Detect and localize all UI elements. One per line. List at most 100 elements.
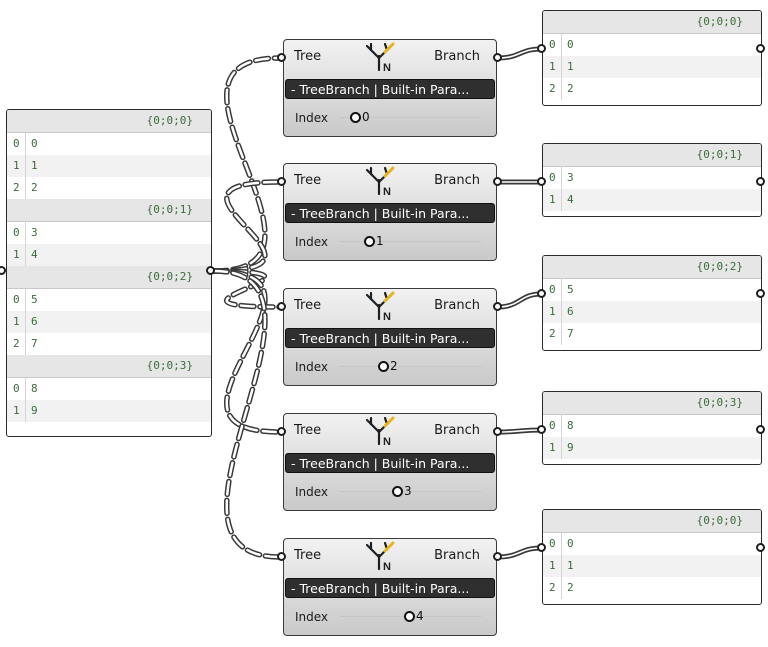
panel-output-grip[interactable] [756, 543, 765, 552]
tree-input-grip[interactable] [277, 427, 286, 436]
tree-wire-3-core [212, 269, 282, 434]
index-slider-knob[interactable] [404, 611, 415, 622]
row-value: 0 [567, 537, 574, 550]
tree-input-grip[interactable] [277, 53, 286, 62]
row-index: 0 [549, 283, 556, 296]
panel-branch-header: {0;0;0} [543, 11, 761, 34]
index-slider-track[interactable] [340, 366, 482, 367]
row-value: 8 [567, 419, 574, 432]
index-slider-value: 1 [376, 234, 384, 248]
row-value: 0 [31, 137, 38, 150]
row-value: 3 [567, 171, 574, 184]
branch-path-label: {0;0;3} [146, 359, 193, 372]
panel-output-grip[interactable] [756, 44, 765, 53]
tree-wire-2 [211, 268, 283, 310]
tree-branch-icon: N [364, 291, 398, 323]
index-slider-label: Index [295, 485, 329, 499]
branch-wire-0 [495, 46, 544, 61]
row-separator [561, 533, 562, 555]
source-panel-output-grip[interactable] [206, 266, 215, 275]
index-slider-knob[interactable] [378, 361, 389, 372]
row-index: 2 [549, 581, 556, 594]
branch-output-grip[interactable] [493, 177, 502, 186]
row-separator [561, 34, 562, 56]
component-name-bar[interactable]: - TreeBranch | Built-in Para... [285, 328, 495, 348]
panel-branch-header: {0;0;1} [7, 199, 211, 222]
panel-branch-header: {0;0;3} [543, 392, 761, 415]
index-slider-knob[interactable] [364, 236, 375, 247]
component-name-bar[interactable]: - TreeBranch | Built-in Para... [285, 79, 495, 99]
row-separator [25, 289, 26, 311]
source-panel-input-grip[interactable] [0, 266, 6, 275]
row-value: 7 [567, 327, 574, 340]
branch-output-grip[interactable] [493, 53, 502, 62]
row-index: 0 [549, 537, 556, 550]
panel-input-grip[interactable] [537, 44, 546, 53]
component-name-bar[interactable]: - TreeBranch | Built-in Para... [285, 203, 495, 223]
panel-input-grip[interactable] [537, 177, 546, 186]
panel-input-grip[interactable] [537, 289, 546, 298]
row-separator [561, 167, 562, 189]
tree-branch-icon: N [364, 541, 398, 573]
component-name-bar[interactable]: - TreeBranch | Built-in Para... [285, 453, 495, 473]
branch-output-label: Branch [434, 423, 480, 438]
index-slider-value: 3 [404, 484, 412, 498]
tree-input-grip[interactable] [277, 177, 286, 186]
tree-wire-4-core [212, 269, 282, 559]
panel-output-grip[interactable] [756, 177, 765, 186]
branch-path-label: {0;0;1} [146, 203, 193, 216]
tree-branch-icon: N [364, 42, 398, 74]
row-value: 3 [31, 226, 38, 239]
tree-input-grip[interactable] [277, 552, 286, 561]
row-index: 0 [13, 226, 20, 239]
branch-path-label: {0;0;2} [696, 260, 743, 273]
branch-output-label: Branch [434, 173, 480, 188]
index-slider-track[interactable] [340, 491, 482, 492]
tree-wire-4 [211, 268, 283, 560]
svg-text:N: N [383, 561, 391, 571]
index-slider-track[interactable] [340, 241, 482, 242]
panel-input-grip[interactable] [537, 425, 546, 434]
branch-output-label: Branch [434, 298, 480, 313]
index-slider-track[interactable] [340, 117, 482, 118]
svg-text:N: N [383, 311, 391, 321]
branch-output-grip[interactable] [493, 427, 502, 436]
row-separator [25, 311, 26, 333]
tree-wire-1 [211, 179, 283, 274]
panel-input-grip[interactable] [537, 543, 546, 552]
svg-text:N: N [383, 186, 391, 196]
row-index: 0 [13, 137, 20, 150]
branch-output-grip[interactable] [493, 552, 502, 561]
row-value: 0 [567, 38, 574, 51]
panel-output-grip[interactable] [756, 289, 765, 298]
index-slider-knob[interactable] [350, 112, 361, 123]
component-name-bar[interactable]: - TreeBranch | Built-in Para... [285, 578, 495, 598]
panel-output-grip[interactable] [756, 425, 765, 434]
index-slider-knob[interactable] [392, 486, 403, 497]
row-separator [561, 415, 562, 437]
branch-output-grip[interactable] [493, 302, 502, 311]
tree-input-grip[interactable] [277, 302, 286, 311]
